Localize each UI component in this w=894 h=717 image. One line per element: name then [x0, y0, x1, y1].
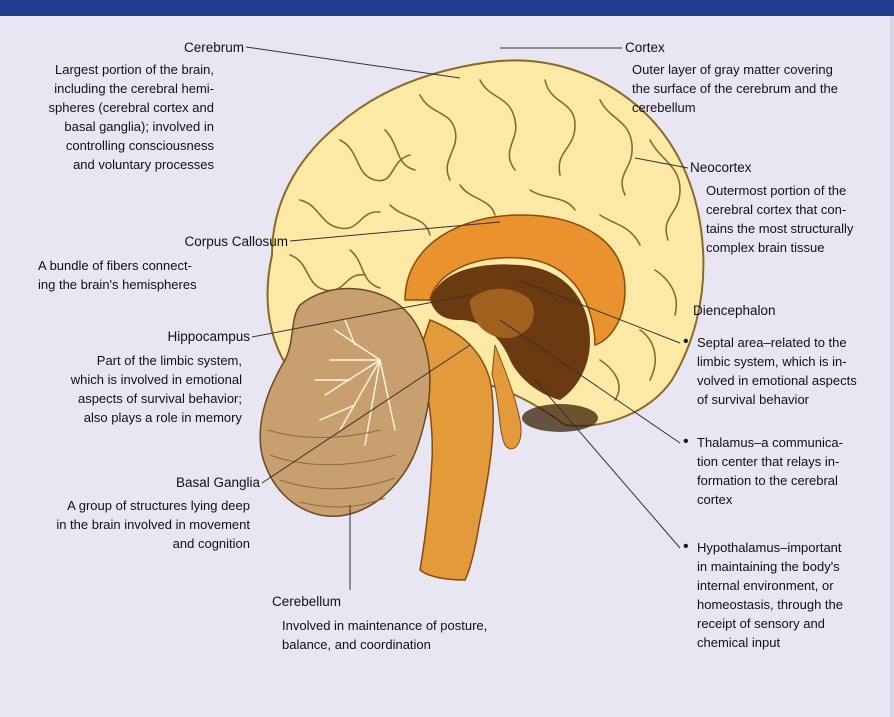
cortex-label: Cortex: [625, 38, 665, 57]
septal-line: limbic system, which is in-: [697, 352, 857, 371]
corpus-callosum-description: A bundle of fibers connect- ing the brai…: [38, 256, 197, 294]
cerebellum-description: Involved in maintenance of posture, bala…: [282, 616, 487, 654]
thalamus-line: tion center that relays in-: [697, 452, 843, 471]
neocortex-line: tains the most structurally: [706, 219, 853, 238]
cortex-line: cerebellum: [632, 98, 838, 117]
cerebrum-leader: [246, 47, 460, 78]
corpus-callosum-line: A bundle of fibers connect-: [38, 256, 197, 275]
cerebrum-title: Cerebrum: [30, 38, 244, 57]
neocortex-line: Outermost portion of the: [706, 181, 853, 200]
septal-line: Septal area–related to the: [697, 333, 857, 352]
basal-ganglia-line: in the brain involved in movement: [20, 515, 250, 534]
cerebrum-description: Largest portion of the brain, including …: [10, 60, 214, 174]
cortex-line: Outer layer of gray matter covering: [632, 60, 838, 79]
cerebrum-line: controlling consciousness: [10, 136, 214, 155]
corpus-callosum-label: Corpus Callosum: [60, 232, 288, 251]
cerebellum-line: balance, and coordination: [282, 635, 487, 654]
corpus-callosum-line: ing the brain's hemispheres: [38, 275, 197, 294]
cerebrum-line: spheres (cerebral cortex and: [10, 98, 214, 117]
basal-ganglia-label: Basal Ganglia: [60, 473, 260, 492]
thalamus-line: cortex: [697, 490, 843, 509]
hippocampus-description: Part of the limbic system, which is invo…: [10, 351, 242, 427]
thalamus-line: formation to the cerebral: [697, 471, 843, 490]
hypothalamus-line: Hypothalamus–important: [697, 538, 843, 557]
hippocampus-line: which is involved in emotional: [10, 370, 242, 389]
septal-bullet: •: [683, 333, 689, 351]
basal-ganglia-title: Basal Ganglia: [60, 473, 260, 492]
basal-ganglia-line: A group of structures lying deep: [20, 496, 250, 515]
hippocampus-line: aspects of survival behavior;: [10, 389, 242, 408]
hypothalamus-line: internal environment, or: [697, 576, 843, 595]
septal-line: of survival behavior: [697, 390, 857, 409]
thalamus-line: Thalamus–a communica-: [697, 433, 843, 452]
cerebrum-line: Largest portion of the brain,: [10, 60, 214, 79]
neocortex-title: Neocortex: [690, 158, 752, 177]
hypothalamus-line: chemical input: [697, 633, 843, 652]
neocortex-description: Outermost portion of the cerebral cortex…: [706, 181, 853, 257]
neocortex-label: Neocortex: [690, 158, 752, 177]
diencephalon-label: Diencephalon: [693, 301, 776, 320]
thalamus-bullet: •: [683, 433, 689, 451]
cerebrum-line: basal ganglia); involved in: [10, 117, 214, 136]
hypothalamus-description: Hypothalamus–important in maintaining th…: [697, 538, 843, 652]
lower-shadow: [522, 404, 598, 432]
cortex-line: the surface of the cerebrum and the: [632, 79, 838, 98]
hippocampus-title: Hippocampus: [60, 327, 250, 346]
cerebrum-line: and voluntary processes: [10, 155, 214, 174]
basal-ganglia-description: A group of structures lying deep in the …: [20, 496, 250, 553]
cerebellum-label: Cerebellum: [272, 592, 341, 611]
cerebellum-title: Cerebellum: [272, 592, 341, 611]
hippocampus-label: Hippocampus: [60, 327, 250, 346]
hippocampus-line: Part of the limbic system,: [10, 351, 242, 370]
cerebrum-label: Cerebrum: [30, 38, 244, 57]
corpus-callosum-title: Corpus Callosum: [60, 232, 288, 251]
hypothalamus-line: receipt of sensory and: [697, 614, 843, 633]
septal-line: volved in emotional aspects: [697, 371, 857, 390]
diencephalon-title: Diencephalon: [693, 301, 776, 320]
thalamus-description: Thalamus–a communica- tion center that r…: [697, 433, 843, 509]
hypothalamus-line: homeostasis, through the: [697, 595, 843, 614]
cortex-title: Cortex: [625, 38, 665, 57]
neocortex-line: cerebral cortex that con-: [706, 200, 853, 219]
basal-ganglia-line: and cognition: [20, 534, 250, 553]
septal-description: Septal area–related to the limbic system…: [697, 333, 857, 409]
cerebrum-line: including the cerebral hemi-: [10, 79, 214, 98]
hippocampus-line: also plays a role in memory: [10, 408, 242, 427]
hypothalamus-bullet: •: [683, 538, 689, 556]
neocortex-line: complex brain tissue: [706, 238, 853, 257]
cortex-description: Outer layer of gray matter covering the …: [632, 60, 838, 117]
cerebellum-line: Involved in maintenance of posture,: [282, 616, 487, 635]
hypothalamus-line: in maintaining the body's: [697, 557, 843, 576]
